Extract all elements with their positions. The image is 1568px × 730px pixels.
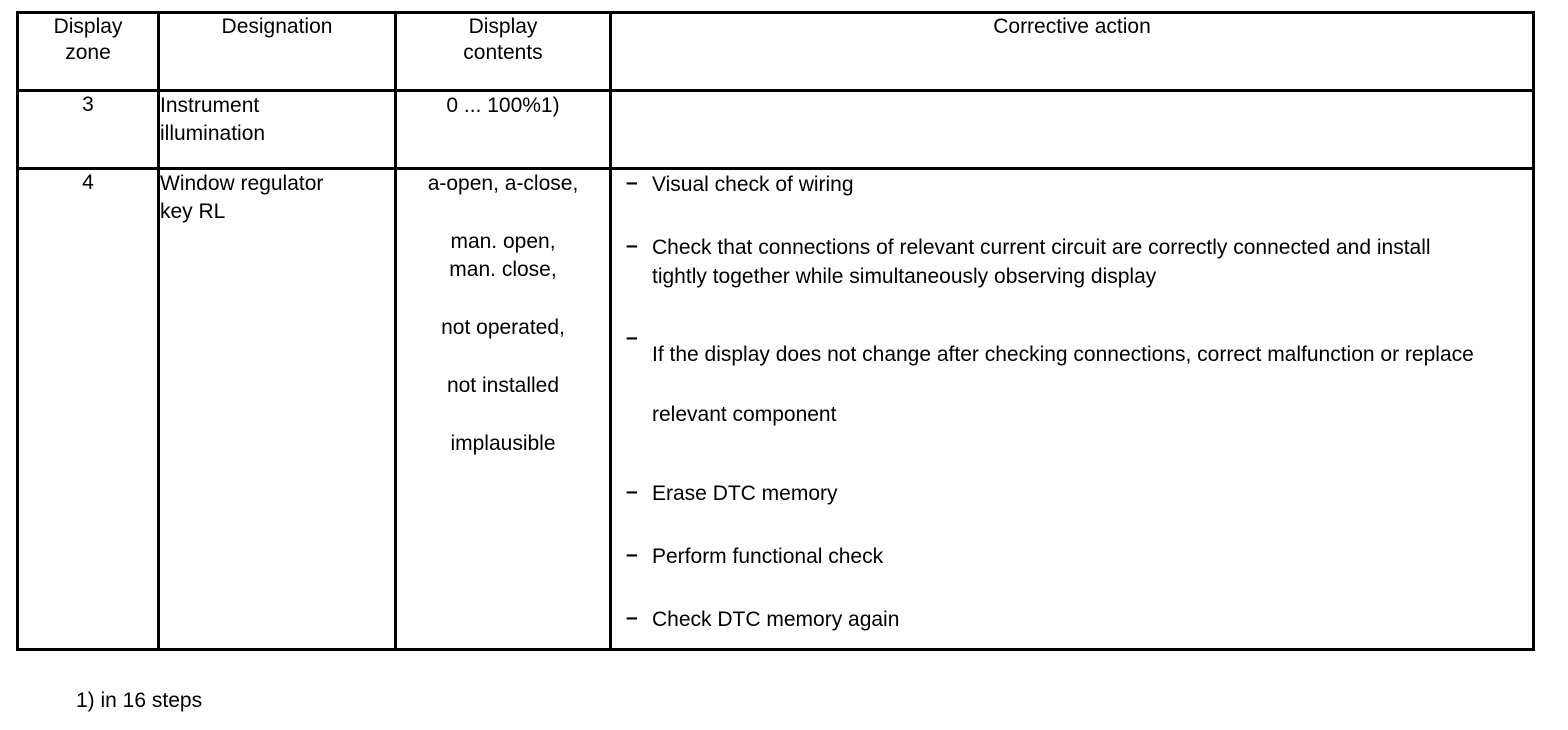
- header-row: Display zone Designation Display content…: [16, 11, 1535, 92]
- dash-bullet-icon: –: [626, 171, 638, 194]
- header-line-2: zone: [65, 41, 111, 64]
- header-line-2: contents: [463, 41, 543, 64]
- cell-designation: Instrument illumination: [157, 89, 397, 170]
- footnote: 1) in 16 steps: [76, 689, 203, 712]
- cell-designation: Window regulator key RL: [157, 167, 397, 651]
- column-header-designation: Designation: [157, 11, 397, 92]
- dash-bullet-icon: –: [626, 480, 638, 503]
- display-zone-value: 4: [82, 171, 94, 194]
- corrective-action-item: –If the display does not change after ch…: [612, 325, 1532, 445]
- display-contents-group: not operated,: [397, 314, 609, 342]
- corrective-action-item: –Perform functional check: [612, 542, 1532, 571]
- header-line-1: Display: [468, 15, 538, 38]
- display-contents-line: implausible: [450, 432, 556, 455]
- dash-bullet-icon: –: [626, 234, 638, 257]
- corrective-action-item: –Visual check of wiring: [612, 170, 1532, 199]
- display-contents-groups: a-open, a-close, man. open, man. close, not…: [397, 170, 609, 458]
- display-contents-line: a-open, a-close,: [427, 172, 579, 195]
- header-line-1: Corrective action: [993, 15, 1151, 38]
- table-row: 4 Window regulator key RL a-open, a-clos…: [16, 167, 1535, 651]
- corrective-action-text: Check DTC memory again: [652, 608, 900, 631]
- display-contents-group: implausible: [397, 430, 609, 458]
- table-body: 3 Instrument illumination 0 ... 100%1): [16, 89, 1535, 651]
- column-header-display-zone: Display zone: [16, 11, 160, 92]
- table-header: Display zone Designation Display content…: [16, 11, 1535, 92]
- diagnostic-table: Display zone Designation Display content…: [16, 11, 1535, 651]
- column-header-display-contents: Display contents: [394, 11, 612, 92]
- display-zone-value: 3: [82, 93, 94, 116]
- display-contents-line: man. open,: [450, 230, 556, 253]
- dash-bullet-icon: –: [626, 606, 638, 629]
- display-contents-line: man. close,: [449, 258, 557, 281]
- header-line-1: Display: [53, 15, 123, 38]
- corrective-action-list: –Visual check of wiring–Check that conne…: [612, 170, 1532, 634]
- cell-display-contents: a-open, a-close, man. open, man. close, not…: [394, 167, 612, 651]
- corrective-action-text: Visual check of wiring: [652, 173, 854, 196]
- display-contents-group: not installed: [397, 372, 609, 400]
- corrective-action-item: –Check DTC memory again: [612, 605, 1532, 634]
- cell-display-contents: 0 ... 100%1): [394, 89, 612, 170]
- corrective-action-text: Erase DTC memory: [652, 482, 838, 505]
- display-contents-group: man. open, man. close,: [397, 228, 609, 284]
- display-contents-line: 0 ... 100%1): [446, 94, 560, 117]
- designation-line-2: illumination: [160, 122, 266, 145]
- corrective-action-item: –Check that connections of relevant curr…: [612, 233, 1532, 291]
- display-contents-group: 0 ... 100%1): [397, 92, 609, 120]
- dash-bullet-icon: –: [626, 326, 638, 349]
- dash-bullet-icon: –: [626, 543, 638, 566]
- cell-display-zone: 3: [16, 89, 160, 170]
- corrective-action-text: Perform functional check: [652, 545, 884, 568]
- corrective-action-text: If the display does not change after che…: [652, 343, 1474, 426]
- display-contents-line: not operated,: [441, 316, 565, 339]
- corrective-action-item: –Erase DTC memory: [612, 479, 1532, 508]
- cell-display-zone: 4: [16, 167, 160, 651]
- cell-corrective-action: –Visual check of wiring–Check that conne…: [609, 167, 1535, 651]
- table-row: 3 Instrument illumination 0 ... 100%1): [16, 89, 1535, 170]
- display-contents-line: not installed: [446, 374, 560, 397]
- designation-line-2: key RL: [160, 200, 226, 223]
- column-header-corrective-action: Corrective action: [609, 11, 1535, 92]
- header-line-1: Designation: [221, 15, 333, 38]
- designation-line-1: Instrument: [160, 94, 260, 117]
- designation-line-1: Window regulator: [160, 172, 324, 195]
- display-contents-group: a-open, a-close,: [397, 170, 609, 198]
- corrective-action-text: Check that connections of relevant curre…: [652, 236, 1431, 288]
- cell-corrective-action: [609, 89, 1535, 170]
